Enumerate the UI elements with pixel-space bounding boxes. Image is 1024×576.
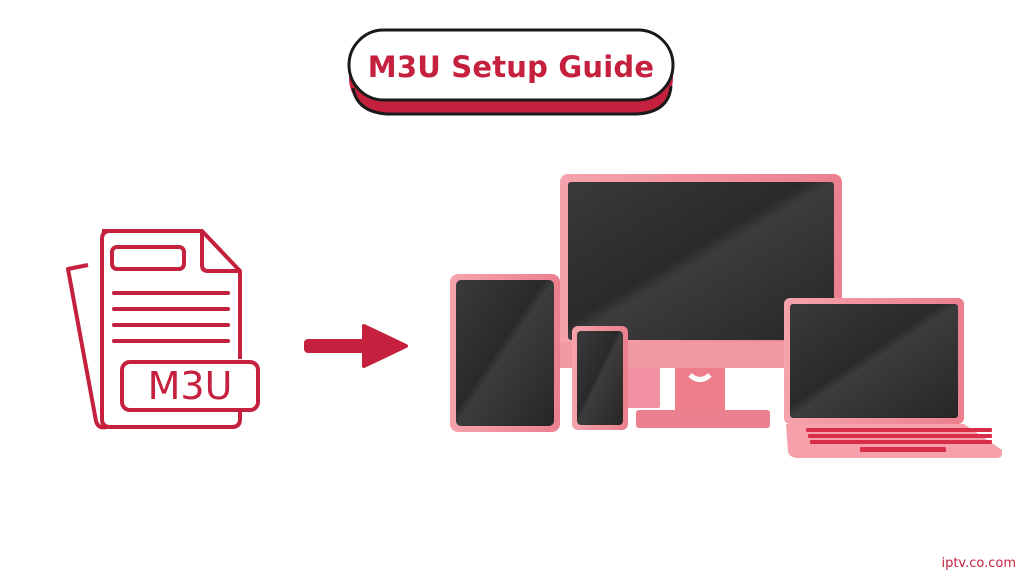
laptop [784, 298, 1002, 458]
multi-device-icon [450, 174, 1002, 458]
m3u-file-label: M3U [147, 364, 233, 408]
arrow-right-icon [304, 324, 408, 368]
title-pill-shape [347, 28, 675, 116]
m3u-file-icon [66, 229, 260, 430]
watermark: iptv.co.com [941, 556, 1016, 571]
phone [572, 326, 628, 430]
tablet [450, 274, 560, 432]
page-title: M3U Setup Guide [367, 50, 655, 84]
title-banner: M3U Setup Guide [347, 28, 675, 118]
